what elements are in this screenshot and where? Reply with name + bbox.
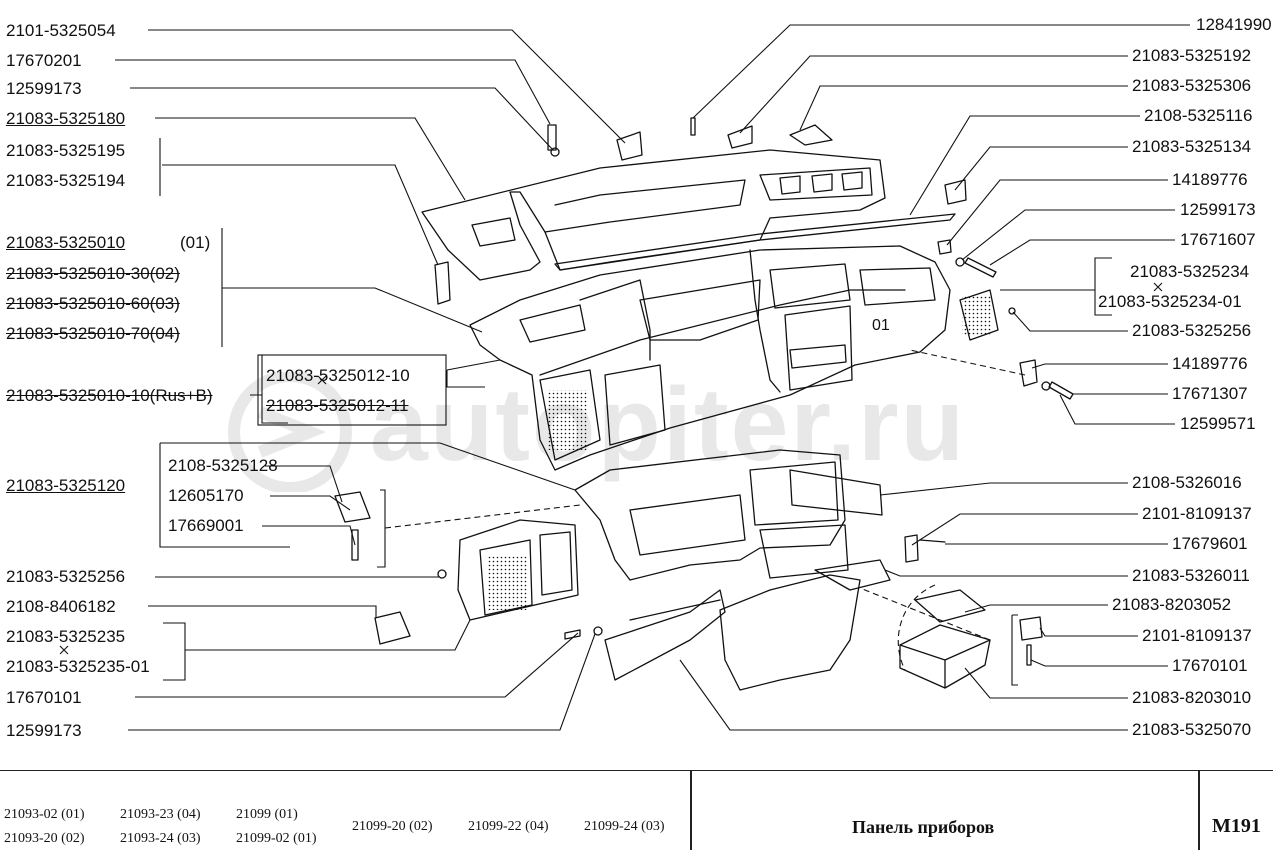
part-label: 17670201	[6, 51, 82, 70]
part-label: 2108-5325128	[168, 456, 278, 475]
part-label: 12599173	[6, 721, 82, 740]
page-code: M191	[1212, 815, 1261, 837]
defroster-strip-part	[554, 213, 956, 271]
footer-table: 21093-02 (01) 21093-23 (04) 21099 (01) 2…	[0, 770, 1273, 850]
part-label: 21083-5325192	[1132, 46, 1252, 65]
model-variant: 21093-20 (02)	[4, 831, 85, 846]
part-label: 17671607	[1180, 230, 1256, 249]
model-variant: 21099 (01)	[236, 807, 298, 822]
part-label: 21083-5325070	[1132, 720, 1252, 739]
page-title: Панель приборов	[852, 817, 995, 837]
part-label: 21083-5325235-01	[6, 657, 150, 676]
dashed-guides	[384, 349, 1026, 671]
part-label: 21083-5325256	[1132, 321, 1252, 340]
part-label: 21083-5326011	[1132, 566, 1250, 585]
exploded-parts-diagram: 01	[59, 24, 1190, 731]
footer-divider	[1198, 771, 1200, 850]
panel-marking-label: 01	[872, 317, 890, 334]
part-label: 2101-5325054	[6, 21, 116, 40]
switch-panel-part	[457, 519, 579, 621]
group-bracket	[257, 354, 447, 426]
part-label-suffix: (01)	[180, 233, 211, 252]
upper-hood-part	[421, 149, 886, 281]
part-label: 21083-5325180	[6, 109, 126, 128]
model-variant: 21099-24 (03)	[584, 819, 665, 834]
part-label: 2108-5326016	[1132, 473, 1242, 492]
grille-texture	[487, 296, 992, 610]
ashtray-part	[899, 589, 991, 689]
part-label: 14189776	[1172, 170, 1248, 189]
part-label: 2108-8406182	[6, 597, 116, 616]
part-label: 21083-8203052	[1112, 595, 1232, 614]
part-label: 12605170	[168, 486, 244, 505]
part-label: 21083-5325010-60(03)	[6, 294, 180, 313]
part-label: 17670101	[1172, 656, 1248, 675]
part-label: 12599173	[1180, 200, 1256, 219]
part-label: 2101-8109137	[1142, 626, 1252, 645]
part-label: 21083-5325120	[6, 476, 126, 495]
part-label: 12841990	[1196, 15, 1272, 34]
model-variant: 21093-02 (01)	[4, 807, 85, 822]
part-label: 21083-8203010	[1132, 688, 1252, 707]
part-label: 21083-5325012-11	[266, 396, 409, 415]
part-label: 12599571	[1180, 414, 1256, 433]
part-label: 21083-5325010-30(02)	[6, 264, 180, 283]
part-label: 21083-5325010-70(04)	[6, 324, 180, 343]
part-label: 2108-5325116	[1144, 106, 1253, 125]
part-label: 21083-5325306	[1132, 76, 1252, 95]
part-label: 12599173	[6, 79, 82, 98]
model-variant: 21099-22 (04)	[468, 819, 549, 834]
glovebox-lid-part	[604, 589, 726, 681]
part-label: 17670101	[6, 688, 82, 707]
part-label: 17671307	[1172, 384, 1248, 403]
part-label: 21083-5325134	[1132, 137, 1252, 156]
model-variant: 21093-24 (03)	[120, 831, 201, 846]
model-variant: 21099-20 (02)	[352, 819, 433, 834]
leader-lines	[115, 24, 1190, 731]
part-label: 21083-5325195	[6, 141, 126, 160]
alternate-marks	[59, 282, 1163, 655]
trim-bracket-part	[814, 559, 891, 591]
part-label: 21083-5325256	[6, 567, 126, 586]
part-label: 21083-5325012-10	[266, 366, 410, 385]
dashboard-part	[469, 245, 951, 471]
part-label: 14189776	[1172, 354, 1248, 373]
footer-divider	[690, 771, 692, 850]
part-label: 2101-8109137	[1142, 504, 1252, 523]
part-label: 21083-5325235	[6, 627, 126, 646]
lower-console-part	[574, 449, 883, 581]
part-label: 21083-5325010	[6, 233, 126, 252]
part-label: 21083-5325194	[6, 171, 126, 190]
side-trim-part	[719, 574, 861, 691]
part-label: 21083-5325010-10(Rus+B)	[6, 386, 213, 405]
part-label: 21083-5325234	[1130, 262, 1250, 281]
part-label: 17679601	[1172, 534, 1248, 553]
part-label: 17669001	[168, 516, 244, 535]
model-variant: 21093-23 (04)	[120, 807, 201, 822]
model-variant: 21099-02 (01)	[236, 831, 317, 846]
part-label: 21083-5325234-01	[1098, 292, 1242, 311]
